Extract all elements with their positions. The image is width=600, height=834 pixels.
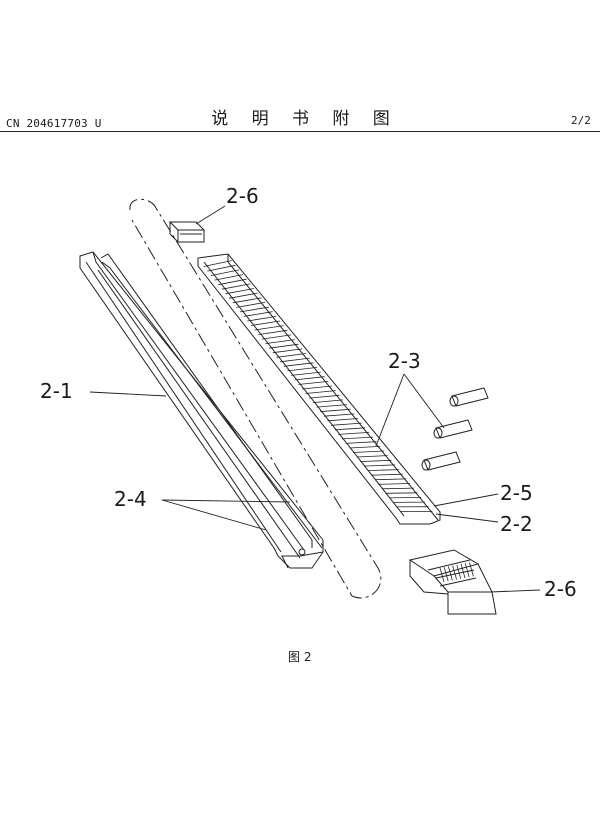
header-rule (0, 131, 600, 132)
cap-groove (443, 567, 449, 582)
page-number: 2/2 (571, 114, 591, 127)
dashed-boundary (129, 198, 382, 599)
bar-rib (247, 316, 277, 322)
bar-rib (367, 469, 399, 471)
bar-rib (287, 367, 318, 372)
bar-rib (269, 343, 299, 349)
bar-rib (389, 497, 422, 499)
figure-caption: 图 2 (288, 650, 312, 664)
label-2-1: 2-1 (40, 379, 73, 403)
bar-rib (309, 394, 340, 399)
bar-rib (265, 339, 295, 344)
label-2-6-bottom: 2-6 (544, 577, 577, 601)
label-2-2: 2-2 (500, 512, 533, 536)
bottom-end-cap (408, 549, 497, 615)
bar-rib (327, 418, 359, 422)
bar-rib (316, 404, 347, 408)
document-number: CN 204617703 U (6, 117, 102, 130)
bar-rib (312, 399, 344, 403)
bar-rib (320, 408, 351, 413)
pin-top (449, 387, 489, 407)
bar-rib (240, 306, 269, 313)
bar-rib (374, 478, 407, 481)
label-2-3: 2-3 (388, 349, 421, 373)
cap-groove (464, 563, 470, 578)
label-2-5: 2-5 (500, 481, 533, 505)
bottom-end-cap-ribs (439, 562, 474, 583)
bar-rib (225, 288, 255, 295)
bar-rib (218, 278, 247, 286)
bar-rib (360, 459, 392, 462)
bar-rib (294, 376, 325, 381)
bar-rib (258, 329, 288, 335)
cap-groove (439, 567, 445, 583)
bar-rib (305, 390, 336, 394)
bar-rib (334, 427, 366, 431)
bar-rib (280, 357, 310, 363)
bar-rib (331, 422, 362, 426)
leader-lines (89, 205, 541, 593)
bar-rib (345, 441, 377, 444)
bar-rib (385, 492, 418, 494)
bar-rib (291, 371, 321, 376)
pin-bottom (421, 451, 461, 471)
bar-rib (207, 264, 236, 272)
cap-groove (456, 564, 462, 579)
cap-groove (452, 565, 457, 580)
bar-rib (261, 334, 292, 340)
label-2-4: 2-4 (114, 487, 147, 511)
top-end-cap (168, 221, 206, 243)
bar-rib (363, 464, 396, 467)
bar-rib (229, 292, 258, 299)
bar-rib (352, 450, 385, 453)
bar-rib (210, 269, 240, 276)
bar-rib (378, 483, 411, 485)
bar-rib (272, 348, 303, 354)
bar-rib (342, 436, 373, 440)
bar-rib (349, 446, 381, 449)
bar-rib (323, 413, 355, 417)
cap-groove (460, 563, 466, 579)
channel-rail (79, 251, 324, 569)
bar-rib (214, 274, 243, 281)
bar-rib (203, 260, 232, 267)
label-2-6-top: 2-6 (226, 184, 259, 208)
bar-rib (236, 302, 266, 308)
cap-groove (469, 562, 474, 577)
bar-rib (276, 353, 307, 358)
bar-rib (243, 311, 273, 317)
page-heading: 说 明 书 附 图 (211, 109, 399, 129)
bar-rib (382, 487, 414, 490)
bar-rib (232, 297, 262, 304)
pin-middle (433, 419, 473, 439)
cap-groove (448, 566, 453, 581)
bar-rib (283, 362, 314, 367)
bar-rib (298, 381, 329, 385)
segmented-bar-ribs (203, 260, 433, 512)
bar-rib (338, 432, 370, 435)
bar-rib (371, 473, 403, 476)
bar-rib (301, 385, 333, 390)
bar-rib (221, 283, 251, 290)
bar-rib (250, 320, 281, 326)
bar-rib (356, 455, 388, 458)
bar-rib (254, 325, 284, 331)
